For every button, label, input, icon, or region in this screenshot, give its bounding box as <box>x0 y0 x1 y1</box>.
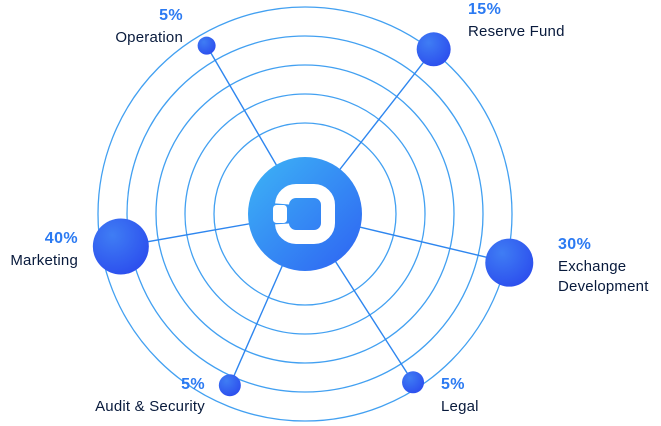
node-dot-audit-security <box>218 374 241 397</box>
category-name-legal: Legal <box>441 398 479 416</box>
brand-logo-icon <box>273 184 335 244</box>
node-dot-legal <box>402 371 425 394</box>
percent-value-reserve-fund: 15% <box>468 1 502 18</box>
allocation-label-audit-security: 5% Audit & Security <box>95 375 205 417</box>
node-dot-marketing <box>92 218 149 275</box>
center-logo <box>248 157 362 271</box>
category-name-line-1: Exchange <box>558 258 627 276</box>
category-name-exchange-development: Exchange Development <box>558 257 649 297</box>
allocation-label-legal: 5% Legal <box>441 375 479 417</box>
orbit-ring-5 <box>213 122 397 306</box>
percent-value-exchange-development: 30% <box>558 236 592 253</box>
brand-logo-ring <box>275 184 335 244</box>
brand-logo-block <box>273 205 287 223</box>
node-dot-reserve-fund <box>416 32 451 67</box>
orbit-ring-1 <box>97 6 513 422</box>
percent-value-audit-security: 5% <box>181 376 205 393</box>
percent-value-operation: 5% <box>159 7 183 24</box>
category-name-audit-security: Audit & Security <box>95 398 205 416</box>
node-dot-operation <box>197 36 216 55</box>
orbit-ring-3 <box>155 64 455 364</box>
category-name-reserve-fund: Reserve Fund <box>468 23 565 41</box>
center-logo-circle <box>248 157 362 271</box>
category-name-line-2: Development <box>558 278 649 296</box>
allocation-label-operation: 5% Operation <box>115 6 183 48</box>
category-name-marketing: Marketing <box>10 252 78 270</box>
percent-value-marketing: 40% <box>44 230 78 247</box>
allocation-label-reserve-fund: 15% Reserve Fund <box>468 0 565 42</box>
allocation-label-exchange-development: 30% Exchange Development <box>558 235 649 297</box>
orbit-ring-4 <box>184 93 426 335</box>
category-name-operation: Operation <box>115 29 183 47</box>
node-dot-exchange-development <box>485 238 534 287</box>
percent-value-legal: 5% <box>441 376 465 393</box>
orbit-ring-2 <box>126 35 484 393</box>
allocation-label-marketing: 40% Marketing <box>10 229 78 271</box>
